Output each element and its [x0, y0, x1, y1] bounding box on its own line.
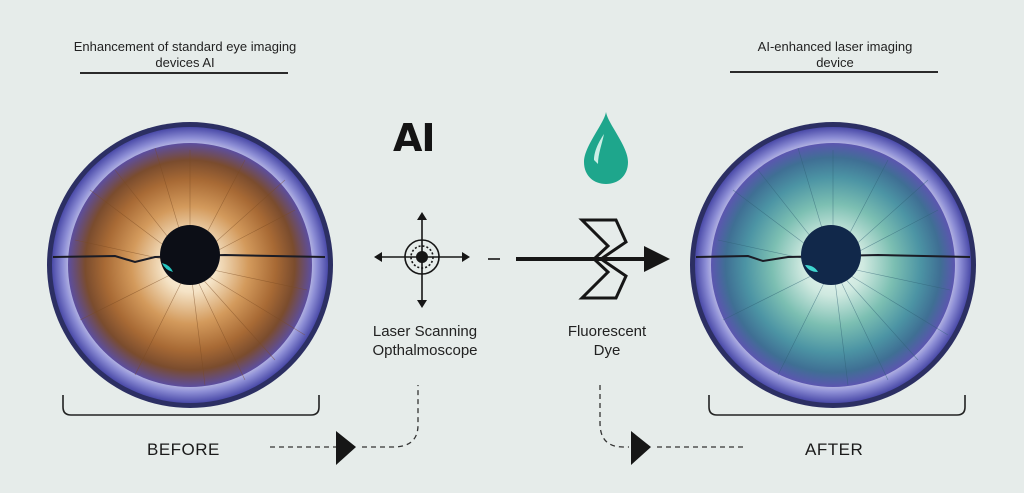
scanner-caption-line2: Opthalmoscope — [372, 342, 478, 359]
before-connector — [270, 385, 419, 465]
right-title-line2: device — [816, 55, 854, 70]
dye-caption-line2: Dye — [593, 342, 621, 359]
play-triangle-icon — [631, 431, 651, 465]
before-eye-illustration — [47, 122, 333, 408]
after-connector — [599, 385, 745, 465]
before-label: BEFORE — [147, 440, 220, 459]
left-title: Enhancement of standard eye imaging devi… — [40, 39, 330, 71]
right-title-line1: AI-enhanced laser imaging — [757, 39, 913, 54]
dye-caption-line1: Fluorescent — [567, 323, 647, 340]
after-label: AFTER — [805, 440, 864, 459]
before-bracket — [62, 395, 320, 416]
after-bracket — [708, 395, 966, 416]
right-title-underline — [730, 71, 938, 73]
left-title-line2: devices AI — [155, 55, 215, 70]
crosshair-scanner-icon — [374, 212, 470, 308]
after-eye-illustration — [690, 122, 976, 408]
play-triangle-icon — [336, 431, 356, 465]
scanner-caption: Laser Scanning Opthalmoscope — [345, 322, 505, 360]
left-title-underline — [80, 72, 288, 74]
ai-label: AI — [393, 116, 436, 160]
arrow-right-icon — [488, 218, 670, 300]
scanner-caption-line1: Laser Scanning — [372, 323, 478, 340]
dye-drop-icon — [584, 112, 628, 184]
left-title-line1: Enhancement of standard eye imaging — [73, 39, 297, 54]
right-title: AI-enhanced laser imaging device — [720, 39, 950, 71]
dye-caption: Fluorescent Dye — [537, 322, 677, 360]
